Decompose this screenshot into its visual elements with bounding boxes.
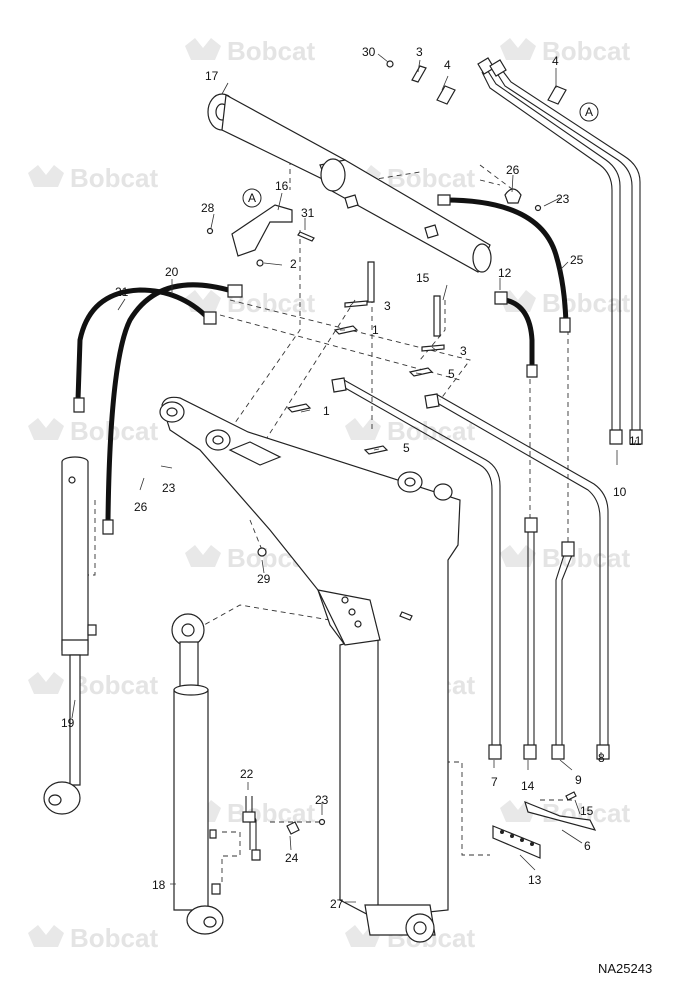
- callout-label: 1: [372, 323, 379, 337]
- callout-label: 14: [521, 779, 535, 793]
- watermark: Bobcat: [28, 416, 158, 446]
- callout-label: 2: [290, 257, 297, 271]
- watermark: Bobcat: [500, 543, 630, 573]
- hose-20-21: [73, 282, 243, 535]
- callout-label: 25: [570, 253, 584, 267]
- callout-label: 7: [491, 775, 498, 789]
- callout-label: 3: [384, 299, 391, 313]
- callout-label: 3: [460, 344, 467, 358]
- svg-text:Bobcat: Bobcat: [542, 543, 630, 573]
- reference-markers: [242, 102, 599, 208]
- lower-cylinder: [171, 613, 224, 935]
- watermark: Bobcat: [500, 288, 630, 318]
- callout-label: 5: [448, 367, 455, 381]
- callout-label: 27: [330, 897, 344, 911]
- callout-label: 11: [629, 434, 642, 448]
- callout-label: 18: [152, 878, 166, 892]
- svg-text:Bobcat: Bobcat: [387, 416, 475, 446]
- callout-label: 30: [362, 45, 376, 59]
- callout-label: 17: [205, 69, 219, 83]
- svg-text:Bobcat: Bobcat: [387, 163, 475, 193]
- reference-circle-a: [579, 102, 599, 122]
- callout-label: 4: [444, 58, 451, 72]
- watermark: Bobcat: [345, 416, 475, 446]
- callout-label: 1: [323, 404, 330, 418]
- watermark: Bobcat: [28, 670, 158, 700]
- drawing-number: NA25243: [598, 961, 652, 976]
- bracket: [206, 204, 315, 267]
- callout-label: 26: [134, 500, 148, 514]
- watermark: Bobcat: [500, 36, 630, 66]
- svg-text:Bobcat: Bobcat: [227, 36, 315, 66]
- callout-label: 13: [528, 873, 542, 887]
- callout-label: 5: [403, 441, 410, 455]
- callout-label: 6: [584, 839, 591, 853]
- svg-text:Bobcat: Bobcat: [542, 36, 630, 66]
- callout-label: 15: [416, 271, 430, 285]
- callout-labels: 30 3 4 4 A 17 26 23 16 A 28 31 25 2 20 1…: [61, 45, 642, 911]
- svg-text:Bobcat: Bobcat: [70, 670, 158, 700]
- callout-label: 8: [598, 751, 605, 765]
- callout-label: 29: [257, 572, 271, 586]
- callout-label: 19: [61, 716, 75, 730]
- steel-tubes-upper: [477, 57, 643, 445]
- watermark: Bobcat: [185, 36, 315, 66]
- upper-cylinder: [207, 93, 492, 273]
- svg-text:Bobcat: Bobcat: [542, 288, 630, 318]
- watermark: Bobcat: [28, 923, 158, 953]
- hose-25: [437, 194, 571, 333]
- boom: [159, 396, 461, 943]
- leader-lines: [71, 53, 637, 903]
- callout-label: 10: [613, 485, 627, 499]
- steel-tubes-lower: [331, 377, 610, 760]
- tube-mount-blocks: [492, 791, 597, 859]
- left-cylinder: [43, 456, 97, 815]
- svg-text:Bobcat: Bobcat: [227, 798, 315, 828]
- hose-12: [494, 291, 538, 378]
- callout-label: A: [248, 191, 256, 205]
- svg-text:Bobcat: Bobcat: [70, 163, 158, 193]
- lower-hose-22: [209, 796, 326, 861]
- callout-label: 15: [580, 804, 594, 818]
- svg-text:Bobcat: Bobcat: [70, 923, 158, 953]
- callout-label: 23: [162, 481, 176, 495]
- callout-label: 21: [115, 285, 129, 299]
- callout-label: 3: [416, 45, 423, 59]
- callout-label: 24: [285, 851, 299, 865]
- callout-label: 20: [165, 265, 179, 279]
- watermark-layer: Bobcat Bobcat Bobcat Bobcat Bobcat Bobca…: [28, 36, 630, 953]
- top-clamps: [386, 60, 567, 212]
- callout-label: 12: [498, 266, 512, 280]
- callout-label: 23: [556, 192, 570, 206]
- callout-label: 9: [575, 773, 582, 787]
- reference-circle-a: [242, 188, 262, 208]
- callout-label: 23: [315, 793, 329, 807]
- callout-label: 26: [506, 163, 520, 177]
- callout-label: 22: [240, 767, 254, 781]
- watermark: Bobcat: [28, 163, 158, 193]
- callout-label: 4: [552, 54, 559, 68]
- watermark: Bobcat: [500, 798, 630, 828]
- callout-label: A: [585, 105, 593, 119]
- callout-label: 16: [275, 179, 289, 193]
- callout-label: 28: [201, 201, 215, 215]
- svg-text:Bobcat: Bobcat: [70, 416, 158, 446]
- callout-label: 31: [301, 206, 315, 220]
